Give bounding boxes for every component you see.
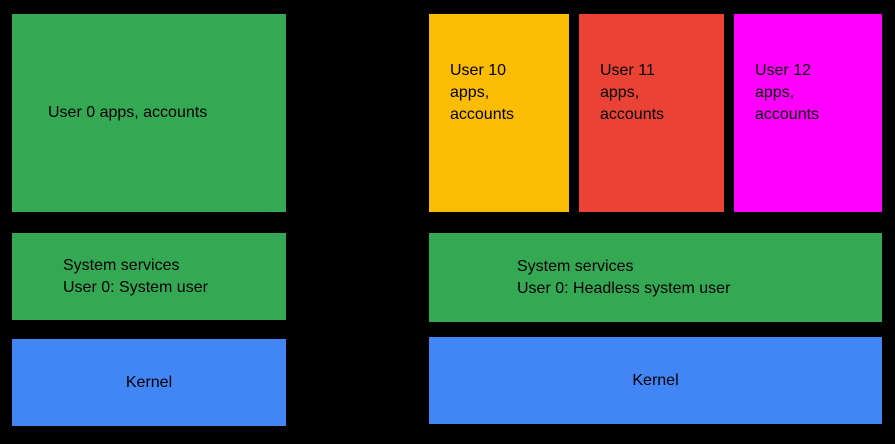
user0-apps-box: User 0 apps, accounts bbox=[12, 14, 286, 212]
user11-apps-box: User 11 apps, accounts bbox=[579, 14, 724, 212]
user12-apps-box: User 12 apps, accounts bbox=[734, 14, 882, 212]
system-services-box-right: System services User 0: Headless system … bbox=[429, 233, 882, 322]
user10-apps-label: User 10 apps, accounts bbox=[450, 62, 515, 123]
kernel-box-right: Kernel bbox=[429, 337, 882, 424]
user10-apps-box: User 10 apps, accounts bbox=[429, 14, 569, 212]
kernel-label-left: Kernel bbox=[125, 373, 173, 391]
kernel-label-right: Kernel bbox=[632, 371, 679, 389]
user0-apps-label: User 0 apps, accounts bbox=[48, 104, 208, 121]
system-services-label-right: System services User 0: Headless system … bbox=[517, 257, 731, 297]
system-services-box-left: System services User 0: System user bbox=[12, 233, 286, 320]
user12-apps-label: User 12 apps, accounts bbox=[755, 62, 820, 123]
user11-apps-label: User 11 apps, accounts bbox=[600, 62, 665, 123]
system-services-label-left: System services User 0: System user bbox=[63, 256, 208, 296]
kernel-box-left: Kernel bbox=[12, 339, 286, 426]
